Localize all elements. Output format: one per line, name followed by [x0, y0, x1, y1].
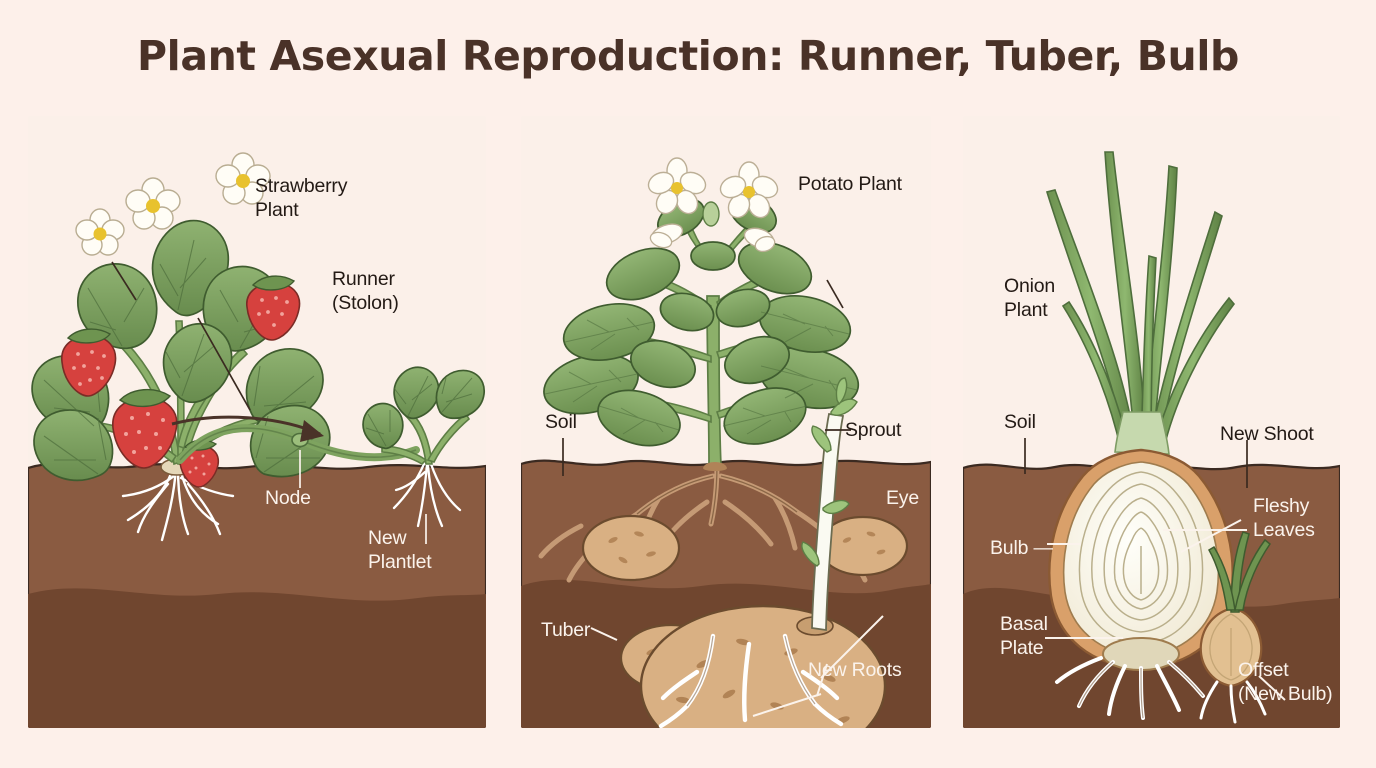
potato-sprout: [801, 377, 858, 632]
new-plantlet: [362, 366, 485, 528]
label-node: Node: [265, 487, 311, 509]
soil-lower-layer: [28, 588, 486, 728]
potato-main-stem: [706, 295, 722, 467]
potato-leaf-veins: [544, 311, 858, 435]
bulb-panel: [963, 116, 1340, 728]
leader-lines-light: [299, 450, 427, 544]
leader-lines-dark: [111, 261, 251, 411]
label-eye: Eye: [886, 487, 920, 509]
label-new-roots: New Roots: [808, 659, 902, 681]
runner-illustration: [28, 116, 486, 728]
strawberry-flowers: [75, 152, 271, 256]
label-fleshy-leaves: Fleshy Leaves: [1253, 495, 1315, 541]
offset-shoots: [1207, 531, 1272, 613]
label-runner-stolon: Runner (Stolon): [332, 268, 399, 314]
tuber-panel: [521, 116, 931, 728]
leader-lines-dark: [1024, 438, 1248, 488]
strawberry-leaves: [31, 219, 331, 482]
label-bulb: Bulb —: [990, 537, 1053, 559]
label-onion-plant: Onion Plant: [1004, 275, 1056, 321]
label-tuber: Tuber: [541, 619, 591, 641]
bulb-illustration: [963, 116, 1340, 728]
basal-plate: [1102, 637, 1180, 671]
onion-green-leaves: [1045, 151, 1236, 453]
leader-lines-light: [590, 615, 884, 717]
leader-lines-dark: [562, 279, 851, 476]
label-strawberry-plant: Strawberry Plant: [255, 175, 348, 221]
potato-flowers: [647, 157, 779, 253]
runner-direction-arrow: [171, 415, 324, 442]
label-new-shoot: New Shoot: [1220, 423, 1314, 445]
leader-lines-light: [1045, 519, 1286, 701]
label-sprout: Sprout: [845, 419, 902, 441]
label-new-plantlet: New Plantlet: [368, 527, 432, 573]
stem-base: [703, 462, 727, 471]
tuber-illustration: [521, 116, 931, 728]
label-soil-p3: Soil: [1004, 411, 1036, 433]
label-basal-plate: Basal Plate: [1000, 613, 1048, 659]
runner-panel: [28, 116, 486, 728]
label-potato-plant: Potato Plant: [798, 173, 902, 195]
label-soil-p2: Soil: [545, 411, 577, 433]
onion-neck: [1114, 411, 1170, 455]
label-offset-new-bulb: Offset (New Bulb): [1238, 659, 1333, 705]
fleshy-leaf-rings: [1078, 471, 1204, 645]
offset-new-bulb: [1199, 531, 1272, 724]
page-title: Plant Asexual Reproduction: Runner, Tube…: [137, 32, 1239, 80]
